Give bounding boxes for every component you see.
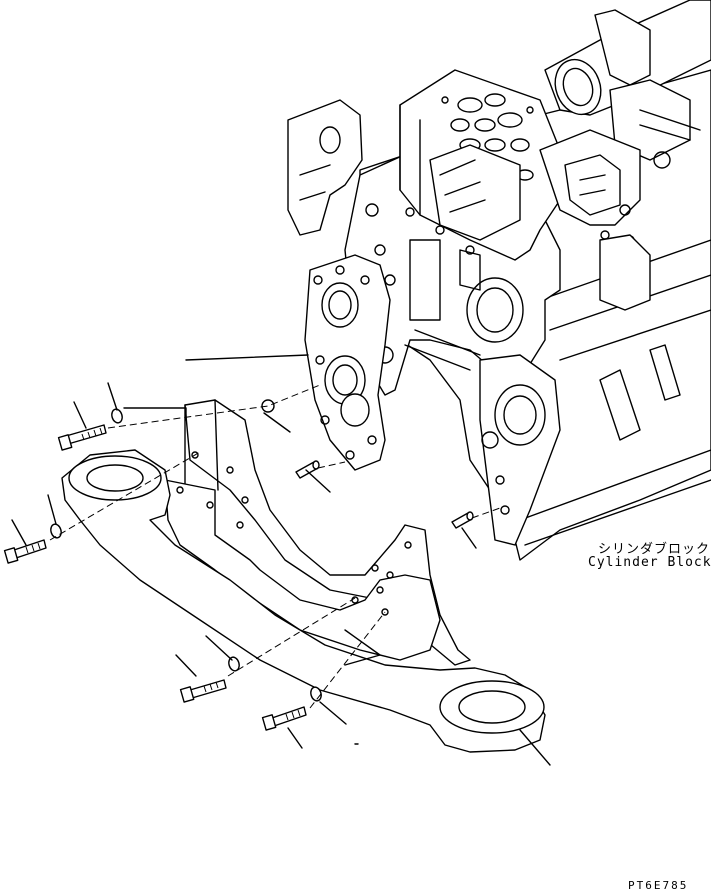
bolt-mid-lower: [181, 680, 226, 702]
leader-lines: [12, 355, 550, 765]
dowel-pin-right: [452, 512, 473, 528]
bolt-upper: [59, 425, 106, 450]
nut-upper: [262, 400, 274, 412]
bolt-bottom: [263, 707, 306, 730]
washer-mid-lower: [227, 656, 240, 672]
assembly-guide-lines: [50, 385, 500, 708]
cylinder-block-label-jp: シリンダブロック: [598, 542, 711, 557]
dowel-pin-upper: [296, 461, 319, 478]
drawing-code: PT6E785: [628, 879, 689, 892]
engine-support-bracket: [62, 400, 545, 752]
washer-upper: [110, 408, 123, 424]
cylinder-block-label-en: Cylinder Block: [588, 555, 711, 570]
cylinder-block-assembly: [288, 0, 711, 560]
bolt-left: [5, 540, 46, 563]
washer-left: [49, 523, 62, 539]
